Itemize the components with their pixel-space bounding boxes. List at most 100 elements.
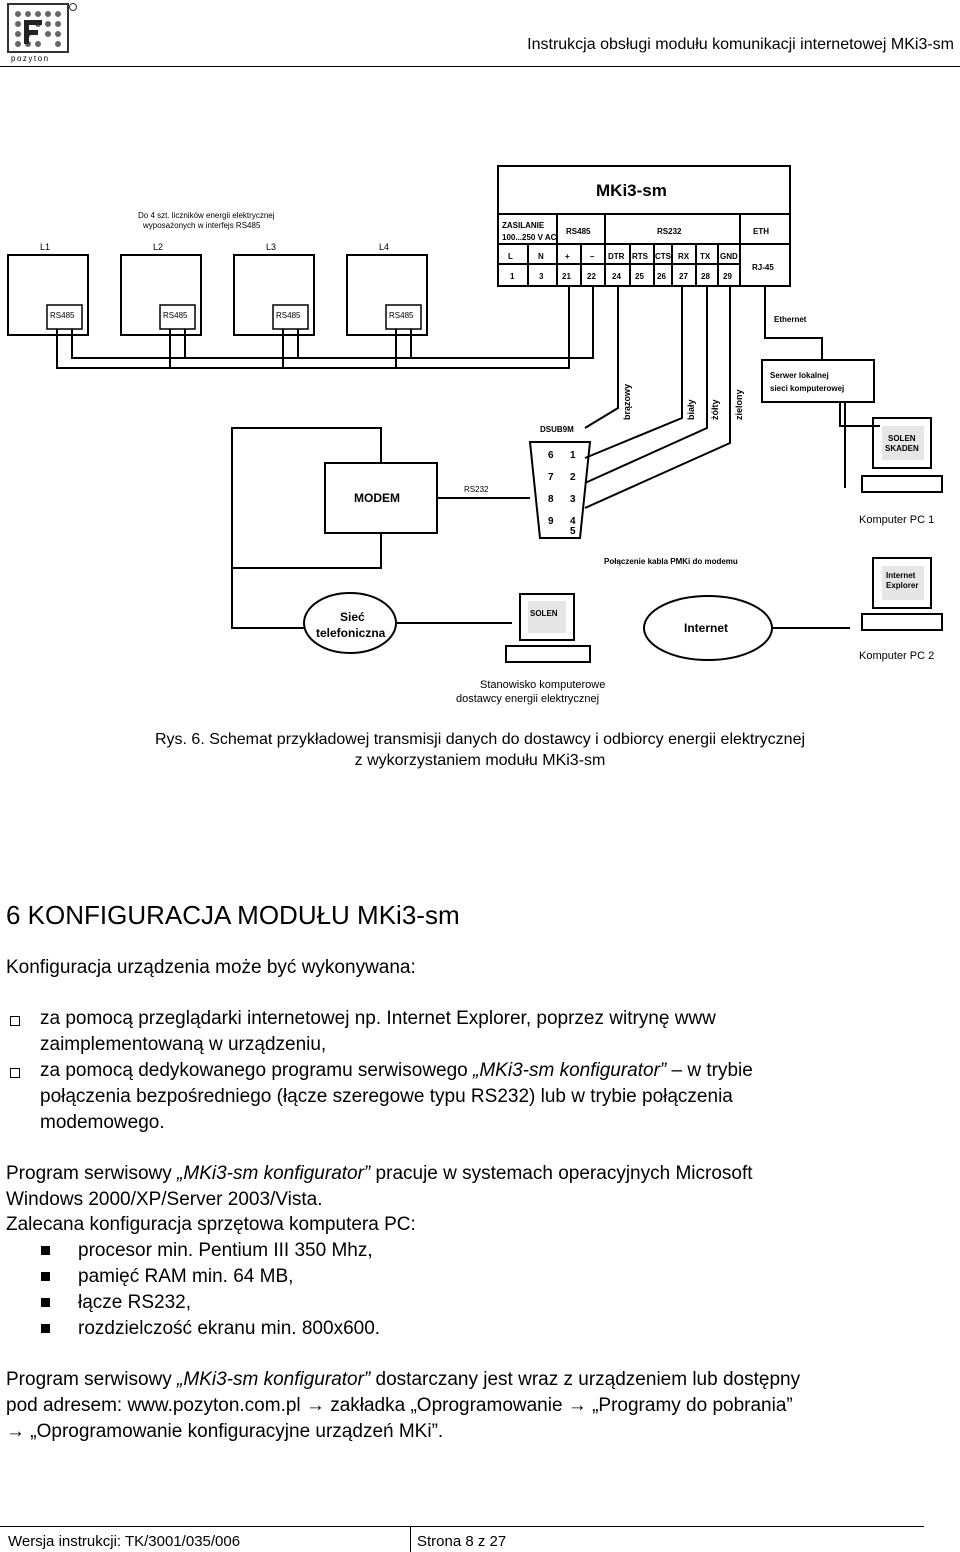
req-cpu: procesor min. Pentium III 350 Mhz,	[78, 1240, 373, 1261]
requirements-title: Zalecana konfiguracja sprzętowa komputer…	[6, 1214, 416, 1235]
svg-text:DSUB9M: DSUB9M	[540, 425, 574, 434]
svg-text:Komputer PC 2: Komputer PC 2	[859, 650, 934, 662]
footer-version: Wersja instrukcji: TK/3001/035/006	[8, 1533, 241, 1550]
svg-text:zielony: zielony	[734, 389, 744, 420]
svg-text:6: 6	[548, 450, 554, 461]
svg-text:1: 1	[570, 450, 576, 461]
svg-text:wyposażonych w interfejs RS485: wyposażonych w interfejs RS485	[142, 221, 261, 230]
square-bullet-icon	[41, 1246, 50, 1255]
svg-text:dostawcy energii elektrycznej: dostawcy energii elektrycznej	[456, 693, 599, 705]
svg-text:ETH: ETH	[753, 227, 769, 236]
svg-text:21: 21	[562, 272, 571, 281]
logo-text: pozyton	[11, 54, 50, 63]
svg-text:1: 1	[510, 272, 515, 281]
svg-text:Sieć: Sieć	[340, 610, 365, 624]
bullet1-line1: za pomocą przeglądarki internetowej np. …	[40, 1008, 716, 1029]
svg-text:22: 22	[587, 272, 596, 281]
svg-text:Internet: Internet	[684, 621, 728, 635]
bullet2-line1: za pomocą dedykowanego programu serwisow…	[40, 1060, 753, 1081]
square-bullet-icon	[41, 1272, 50, 1281]
svg-text:MODEM: MODEM	[354, 491, 400, 505]
svg-text:MKi3-sm: MKi3-sm	[596, 181, 667, 200]
svg-text:Stanowisko komputerowe: Stanowisko komputerowe	[480, 679, 605, 691]
square-bullet-icon	[41, 1298, 50, 1307]
svg-text:RTS: RTS	[632, 252, 649, 261]
footer-rule	[0, 1526, 924, 1527]
bullet2-line2: połączenia bezpośredniego (łącze szerego…	[40, 1086, 733, 1107]
svg-text:RS485: RS485	[389, 311, 414, 320]
footer-page: Strona 8 z 27	[417, 1533, 507, 1550]
checkbox-bullet-icon	[10, 1068, 20, 1078]
svg-text:L3: L3	[266, 242, 276, 252]
bullet2-line3: modemowego.	[40, 1112, 165, 1133]
checkbox-bullet-icon	[10, 1016, 20, 1026]
svg-text:żółty: żółty	[710, 399, 720, 420]
square-bullet-icon	[41, 1324, 50, 1333]
intro-text: Konfiguracja urządzenia może być wykonyw…	[6, 957, 416, 978]
svg-text:Explorer: Explorer	[886, 581, 918, 590]
svg-text:100...250 V AC: 100...250 V AC	[502, 233, 557, 242]
paragraph2-line3: → „Oprogramowanie konfiguracyjne urządze…	[6, 1421, 444, 1442]
mki3-module-box	[497, 165, 791, 287]
footer-divider	[410, 1526, 411, 1552]
svg-text:RS485: RS485	[566, 227, 591, 236]
svg-text:RS485: RS485	[163, 311, 188, 320]
figure-caption-line2: z wykorzystaniem modułu MKi3-sm	[354, 752, 606, 769]
svg-text:CTS: CTS	[655, 252, 672, 261]
svg-text:Serwer lokalnej: Serwer lokalnej	[770, 371, 829, 380]
svg-text:24: 24	[612, 272, 621, 281]
svg-text:9: 9	[548, 516, 554, 527]
svg-text:biały: biały	[686, 399, 696, 420]
paragraph2-line1: Program serwisowy „MKi3-sm konfigurator”…	[6, 1369, 801, 1390]
svg-text:SOLEN: SOLEN	[530, 609, 558, 618]
svg-text:sieci komputerowej: sieci komputerowej	[770, 384, 844, 393]
svg-text:Do 4 szt. liczników energii el: Do 4 szt. liczników energii elektrycznej	[138, 211, 275, 220]
svg-text:3: 3	[570, 494, 576, 505]
svg-text:29: 29	[723, 272, 732, 281]
svg-text:5: 5	[570, 526, 576, 537]
svg-text:26: 26	[657, 272, 666, 281]
connection-diagram: MKi3-sm ZASILANIE 100...250 V AC RS485 R…	[7, 165, 943, 705]
svg-text:–: –	[590, 252, 595, 261]
header-rule	[0, 66, 960, 67]
svg-text:L1: L1	[40, 242, 50, 252]
svg-text:RS232: RS232	[464, 485, 489, 494]
svg-text:28: 28	[701, 272, 710, 281]
svg-text:GND: GND	[720, 252, 738, 261]
figure-caption-line1: Rys. 6. Schemat przykładowej transmisji …	[154, 731, 806, 748]
svg-text:Połączenie kabla PMKi do modem: Połączenie kabla PMKi do modemu	[604, 557, 738, 566]
svg-text:RJ-45: RJ-45	[752, 263, 774, 272]
svg-text:L: L	[508, 252, 513, 261]
section-title: 6 KONFIGURACJA MODUŁU MKi3-sm	[6, 900, 460, 930]
paragraph1-line2: Windows 2000/XP/Server 2003/Vista.	[6, 1189, 323, 1210]
req-resolution: rozdzielczość ekranu min. 800x600.	[78, 1318, 381, 1339]
svg-text:7: 7	[548, 472, 554, 483]
paragraph2-line2: pod adresem: www.pozyton.com.pl → zakład…	[6, 1395, 793, 1416]
req-ram: pamięć RAM min. 64 MB,	[78, 1266, 294, 1287]
svg-text:L4: L4	[379, 242, 389, 252]
svg-text:SKADEN: SKADEN	[885, 444, 919, 453]
svg-text:Ethernet: Ethernet	[774, 315, 807, 324]
svg-text:N: N	[538, 252, 544, 261]
svg-text:+: +	[565, 252, 570, 261]
svg-text:Komputer PC 1: Komputer PC 1	[859, 514, 934, 526]
svg-text:L2: L2	[153, 242, 163, 252]
svg-text:RX: RX	[678, 252, 690, 261]
svg-text:RS485: RS485	[50, 311, 75, 320]
svg-text:4: 4	[570, 516, 576, 527]
svg-text:TX: TX	[700, 252, 711, 261]
svg-text:27: 27	[679, 272, 688, 281]
header-title: Instrukcja obsługi modułu komunikacji in…	[527, 36, 954, 53]
svg-text:25: 25	[635, 272, 644, 281]
svg-text:2: 2	[570, 472, 576, 483]
svg-text:SOLEN: SOLEN	[888, 434, 916, 443]
svg-text:brązowy: brązowy	[622, 384, 632, 420]
svg-text:RS485: RS485	[276, 311, 301, 320]
bullet1-line2: zaimplementowaną w urządzeniu,	[40, 1034, 327, 1055]
svg-text:Internet: Internet	[886, 571, 916, 580]
svg-text:ZASILANIE: ZASILANIE	[502, 221, 545, 230]
svg-text:RS232: RS232	[657, 227, 682, 236]
svg-text:8: 8	[548, 494, 554, 505]
req-rs232: łącze RS232,	[78, 1292, 192, 1313]
svg-text:DTR: DTR	[608, 252, 625, 261]
